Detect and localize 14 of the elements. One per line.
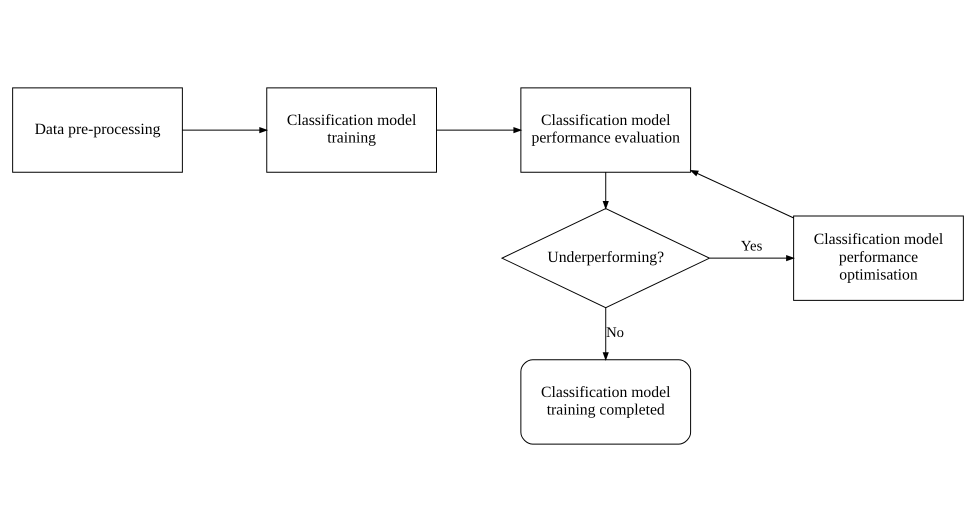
node-box: Classification model training (266, 87, 437, 173)
arrow (182, 127, 268, 134)
arrow (709, 255, 795, 262)
edge-label: Yes (740, 238, 762, 254)
node-box: Classification model performance optimisation (793, 215, 964, 301)
arrow (690, 170, 794, 218)
node-box: Data pre-processing (12, 87, 183, 173)
arrow (436, 127, 522, 134)
arrow (602, 307, 609, 362)
edge-label: No (606, 325, 624, 342)
arrow (602, 172, 609, 210)
node-box: Classification model training completed (520, 359, 692, 445)
node-box: Classification model performance evaluation (520, 87, 692, 173)
node-diamond: Underperforming? (500, 208, 711, 308)
